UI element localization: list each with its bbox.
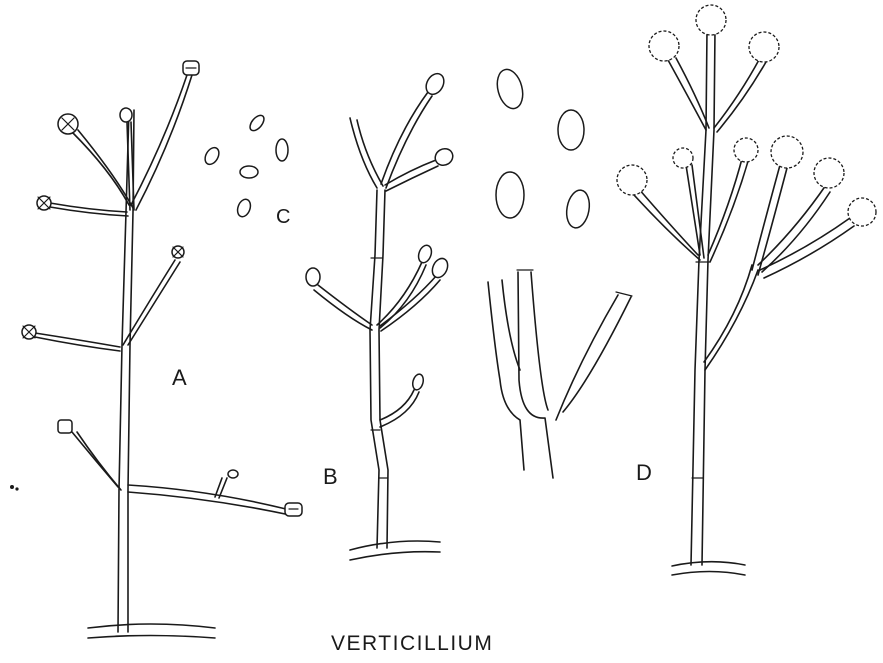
panel-label-c: C [276, 206, 290, 228]
panel-label-a: A [172, 365, 187, 390]
panel-label-b: B [323, 464, 338, 489]
panel-a-drawing [10, 61, 302, 638]
panel-c-spores [202, 113, 288, 219]
panel-d-drawing [617, 5, 876, 575]
figure-title: VERTICILLIUM [331, 632, 493, 655]
panel-label-d: D [636, 460, 652, 485]
panel-c-detail [488, 67, 632, 478]
